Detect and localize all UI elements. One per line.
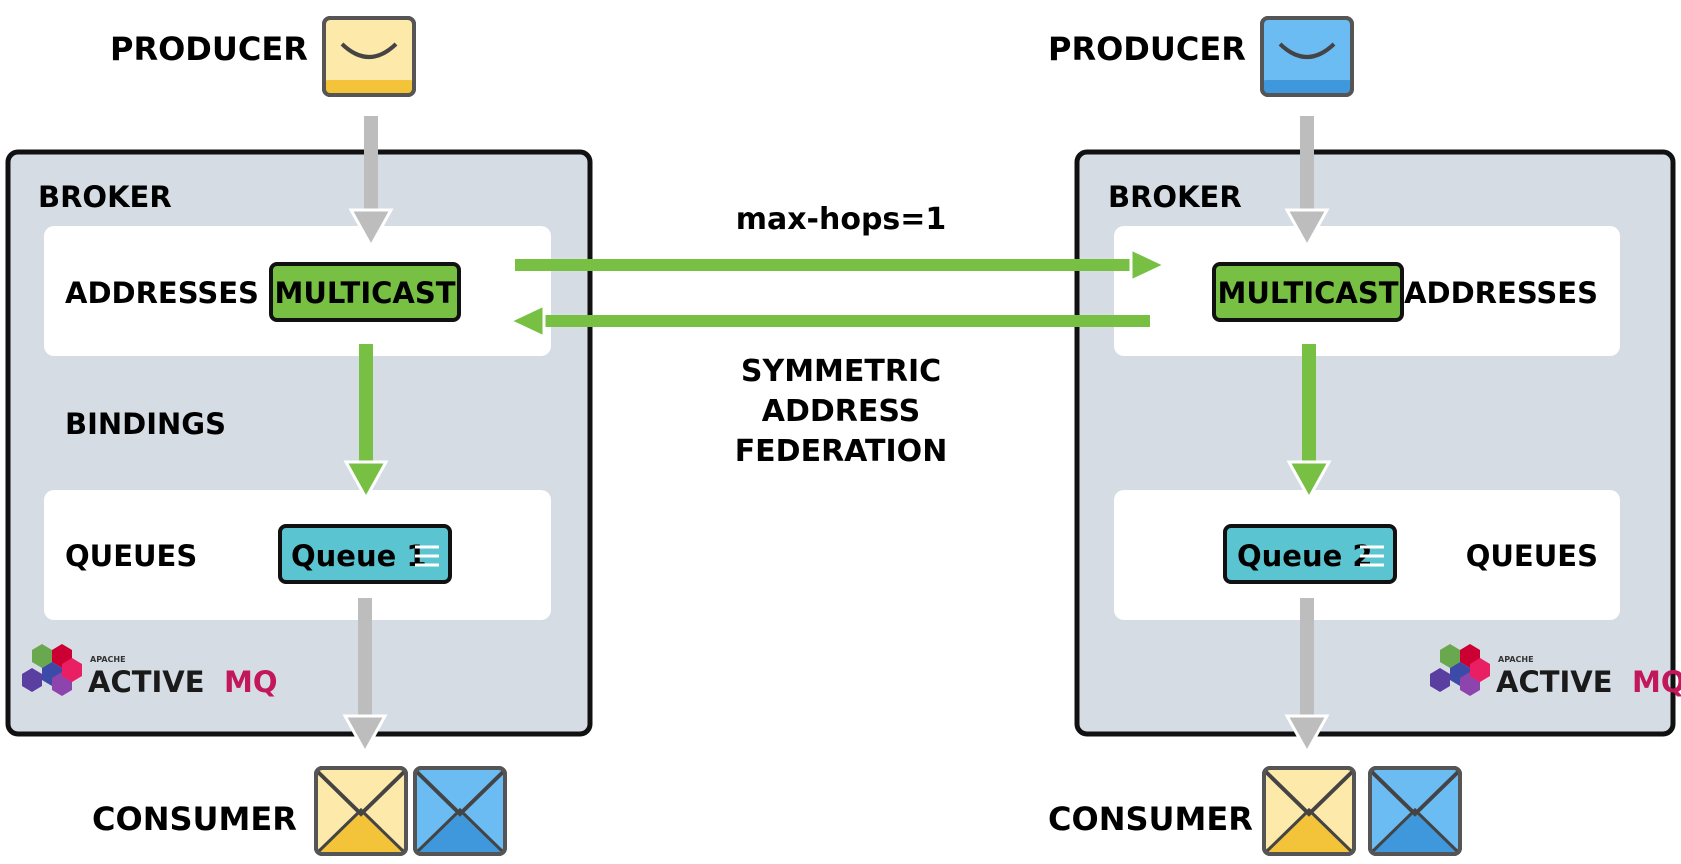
activemq-logo: APACHE ACTIVE MQ — [1430, 644, 1681, 699]
svg-text:APACHE: APACHE — [1498, 655, 1534, 664]
left-producer-label: PRODUCER — [110, 30, 308, 68]
svg-text:MQ: MQ — [224, 665, 278, 699]
left-multicast-label: MULTICAST — [274, 276, 455, 310]
svg-text:MQ: MQ — [1632, 665, 1681, 699]
right-queues-label: QUEUES — [1466, 539, 1598, 573]
left-broker-label: BROKER — [38, 180, 172, 214]
svg-text:APACHE: APACHE — [90, 655, 126, 664]
activemq-logo: APACHE ACTIVE MQ — [22, 644, 278, 699]
binding-arrow-right — [1286, 344, 1332, 502]
right-addresses-label: ADDRESSES — [1404, 276, 1598, 310]
envelope-icon — [1262, 766, 1356, 856]
svg-text:ACTIVE: ACTIVE — [88, 665, 205, 699]
left-queue-label: Queue 1 — [291, 539, 427, 573]
federation-title-line-1: SYMMETRIC — [741, 354, 941, 389]
envelope-icon — [1368, 766, 1462, 856]
consumer-arrow-left — [342, 598, 388, 756]
envelope-icon — [1260, 16, 1354, 97]
queue-list-icon — [415, 545, 439, 567]
left-queues-label: QUEUES — [65, 539, 197, 573]
left-multicast-box — [269, 262, 461, 322]
right-consumer-label: CONSUMER — [1048, 800, 1253, 838]
max-hops-label: max-hops=1 — [736, 202, 947, 237]
left-bindings-label: BINDINGS — [65, 407, 226, 441]
queue-list-icon — [1360, 545, 1384, 567]
right-queue-box — [1223, 524, 1397, 584]
svg-text:ACTIVE: ACTIVE — [1496, 665, 1613, 699]
federation-title-line-2: ADDRESS — [762, 394, 920, 429]
right-broker-label: BROKER — [1108, 180, 1242, 214]
envelope-icon — [314, 766, 408, 856]
left-addresses-label: ADDRESSES — [65, 276, 259, 310]
right-multicast-box — [1212, 262, 1404, 322]
binding-arrow-left — [343, 344, 389, 502]
federation-arrow-right — [515, 246, 1169, 284]
envelope-icon — [322, 16, 416, 97]
left-consumer-label: CONSUMER — [92, 800, 297, 838]
producer-arrow-left — [348, 116, 394, 250]
left-queue-box — [278, 524, 452, 584]
federation-title-line-3: FEDERATION — [735, 434, 948, 469]
right-broker: BROKER MULTICAST ADDRESSES Queue 2 QUEUE… — [1074, 149, 1681, 737]
envelope-icon — [413, 766, 507, 856]
left-broker: BROKER ADDRESSES MULTICAST BINDINGS QUEU… — [5, 149, 593, 737]
right-queue-label: Queue 2 — [1237, 539, 1373, 573]
right-multicast-label: MULTICAST — [1217, 276, 1398, 310]
producer-arrow-right — [1284, 116, 1330, 250]
federation-arrow-left — [506, 302, 1150, 340]
right-producer-label: PRODUCER — [1048, 30, 1246, 68]
consumer-arrow-right — [1284, 598, 1330, 756]
